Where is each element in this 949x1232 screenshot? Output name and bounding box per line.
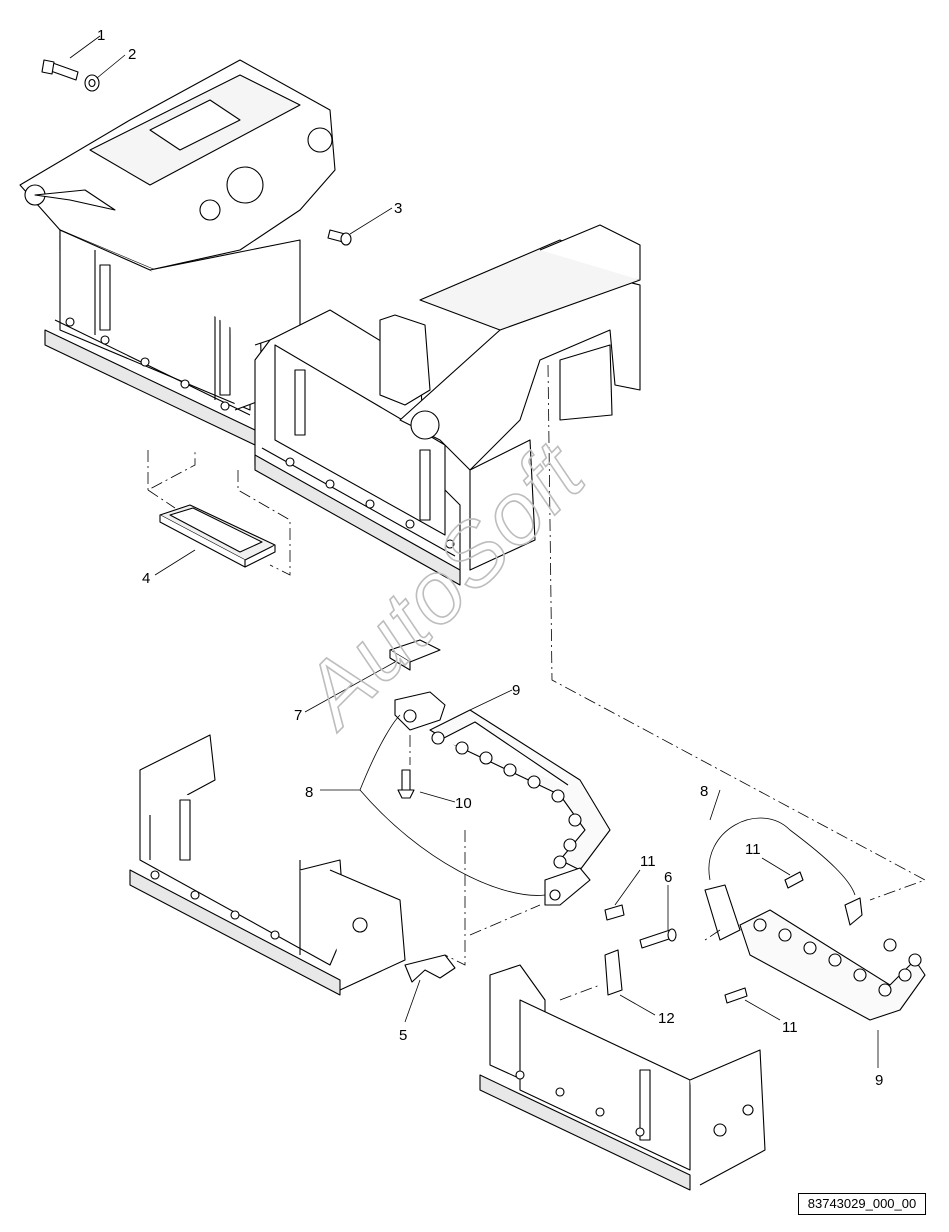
lower-right-support [479,964,766,1191]
callout-7: 7 [294,707,302,724]
assembly-lines [147,364,926,1001]
clamp-part-5 [404,954,456,983]
reference-code: 83743029_000_00 [798,1193,926,1215]
callout-5: 5 [399,1027,407,1044]
callout-labels: 1 2 3 4 5 6 7 8 8 9 9 10 11 11 11 12 [97,27,883,1089]
callout-11a: 11 [640,853,656,870]
screw-part-11a [604,904,625,921]
main-frame-left [19,59,336,446]
callout-11b: 11 [745,841,761,858]
bracket-part-8a [394,691,446,731]
callout-10: 10 [455,795,472,812]
end-bracket-part-8b [544,867,591,906]
washer-part-2 [84,74,100,92]
callout-1: 1 [97,27,105,44]
bolt-part-6 [639,928,677,949]
bolt-part-1 [41,59,79,81]
cable-chain-9b [704,884,926,1021]
screw-part-10 [397,769,415,799]
screw-part-11c [724,987,748,1004]
callout-12: 12 [658,1010,675,1027]
callout-9b: 9 [875,1072,883,1089]
callout-4: 4 [142,570,150,587]
clip-part-7 [389,639,441,671]
bolt-part-3 [327,229,352,246]
callout-11c: 11 [782,1019,798,1036]
callout-3: 3 [394,200,402,217]
main-frame-right [254,224,641,586]
tray-part-4 [159,504,276,568]
callout-9a: 9 [512,682,520,699]
cable-chain-9a [429,709,611,871]
block-part-12 [604,949,623,996]
callout-6: 6 [664,869,672,886]
callout-8a: 8 [305,784,313,801]
lower-left-support [129,734,406,996]
bracket-lines [359,714,856,896]
screw-part-11b [784,871,804,889]
callout-8b: 8 [700,783,708,800]
callout-2: 2 [128,46,136,63]
leader-lines [69,35,879,1068]
